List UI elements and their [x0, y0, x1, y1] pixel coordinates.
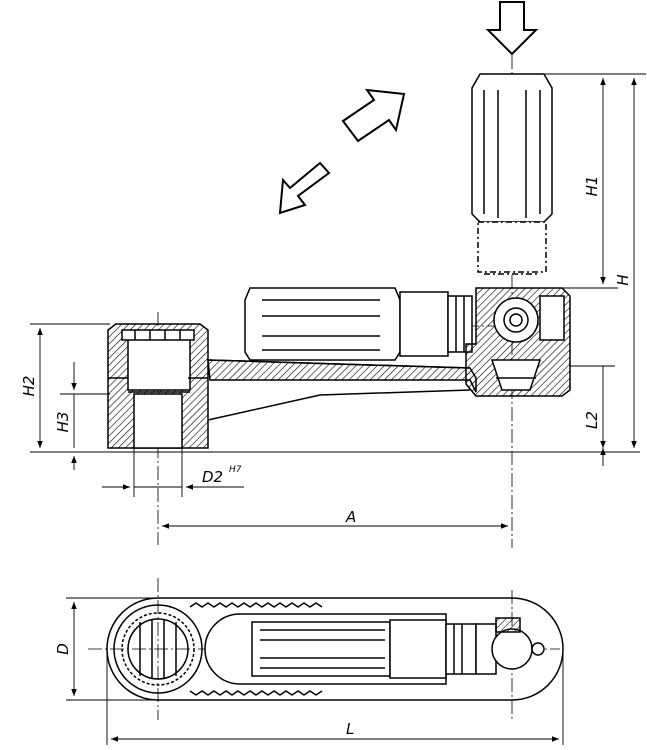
dim-label-l2: L2	[583, 411, 601, 429]
knurled-hub	[113, 604, 203, 694]
front-view	[30, 55, 640, 548]
crank-arm-section	[207, 359, 477, 421]
folding-joint-section	[465, 287, 571, 397]
dim-label-h: H	[614, 274, 632, 285]
swivel-out-arrow-icon	[341, 88, 406, 143]
dim-label-h1: H1	[583, 176, 601, 197]
top-view	[88, 578, 564, 720]
hub-section	[107, 323, 209, 453]
swivel-in-arrow-icon	[278, 161, 331, 215]
dim-label-l: L	[346, 720, 354, 738]
grip-top-view	[204, 613, 477, 685]
dim-label-h3: H3	[54, 412, 72, 433]
horizontal-grip	[244, 287, 473, 361]
dim-label-d2-tolerance: H7	[229, 465, 242, 475]
dim-label-d2: D2	[202, 468, 223, 486]
vertical-grip-folded	[471, 73, 553, 275]
dim-label-h2: H2	[20, 376, 38, 397]
folding-pin-top-view	[475, 617, 545, 675]
top-view-dimensions	[66, 597, 564, 745]
front-view-dimensions	[30, 73, 646, 529]
dim-label-d: D	[54, 643, 72, 655]
dim-label-a: A	[345, 508, 356, 526]
push-down-arrow-icon	[485, 1, 539, 56]
